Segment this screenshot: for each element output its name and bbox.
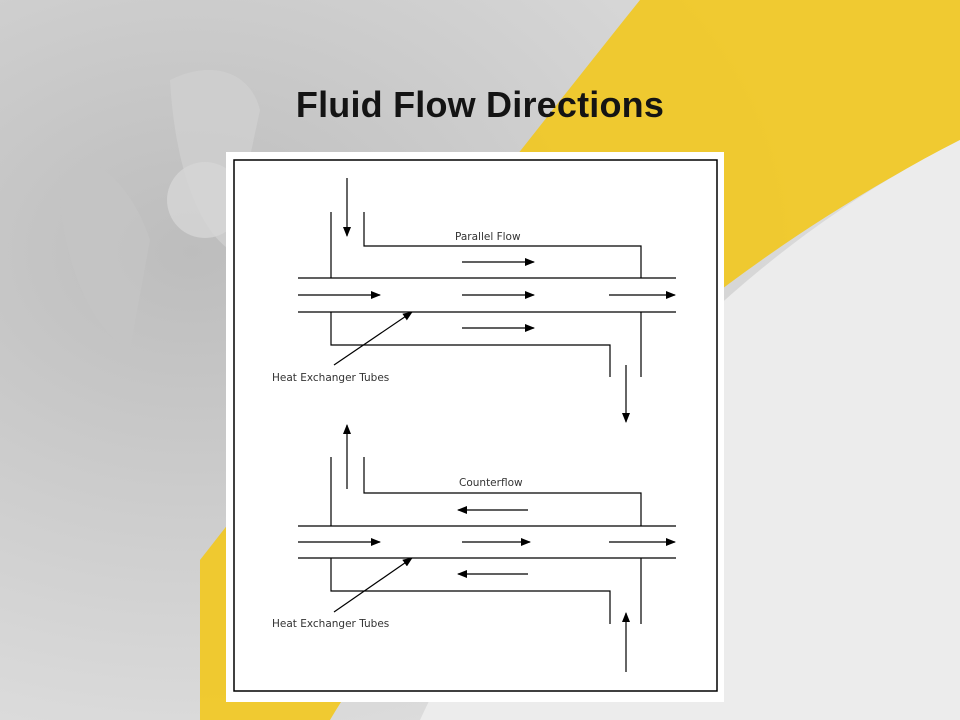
slide-title: Fluid Flow Directions bbox=[295, 84, 665, 125]
counterflow-label: Counterflow bbox=[459, 477, 523, 489]
tubes-pointer-arrow bbox=[333, 557, 413, 613]
diagram-frame bbox=[233, 159, 718, 692]
propeller-blade-decor bbox=[59, 158, 150, 350]
counterflow-tubes-label: Heat Exchanger Tubes bbox=[272, 618, 389, 630]
counterflow-exchanger bbox=[298, 457, 676, 624]
flow-diagram: Parallel Flow Heat Exchanger Tubes Count… bbox=[226, 152, 724, 702]
parallel-tubes-label: Heat Exchanger Tubes bbox=[272, 372, 389, 384]
parallel-flow-arrows bbox=[298, 178, 676, 423]
counterflow-arrows bbox=[298, 424, 676, 672]
parallel-flow-exchanger bbox=[298, 212, 676, 377]
tubes-pointer-arrow bbox=[333, 311, 413, 366]
parallel-flow-label: Parallel Flow bbox=[455, 231, 521, 243]
propeller-hub-decor bbox=[167, 162, 243, 238]
